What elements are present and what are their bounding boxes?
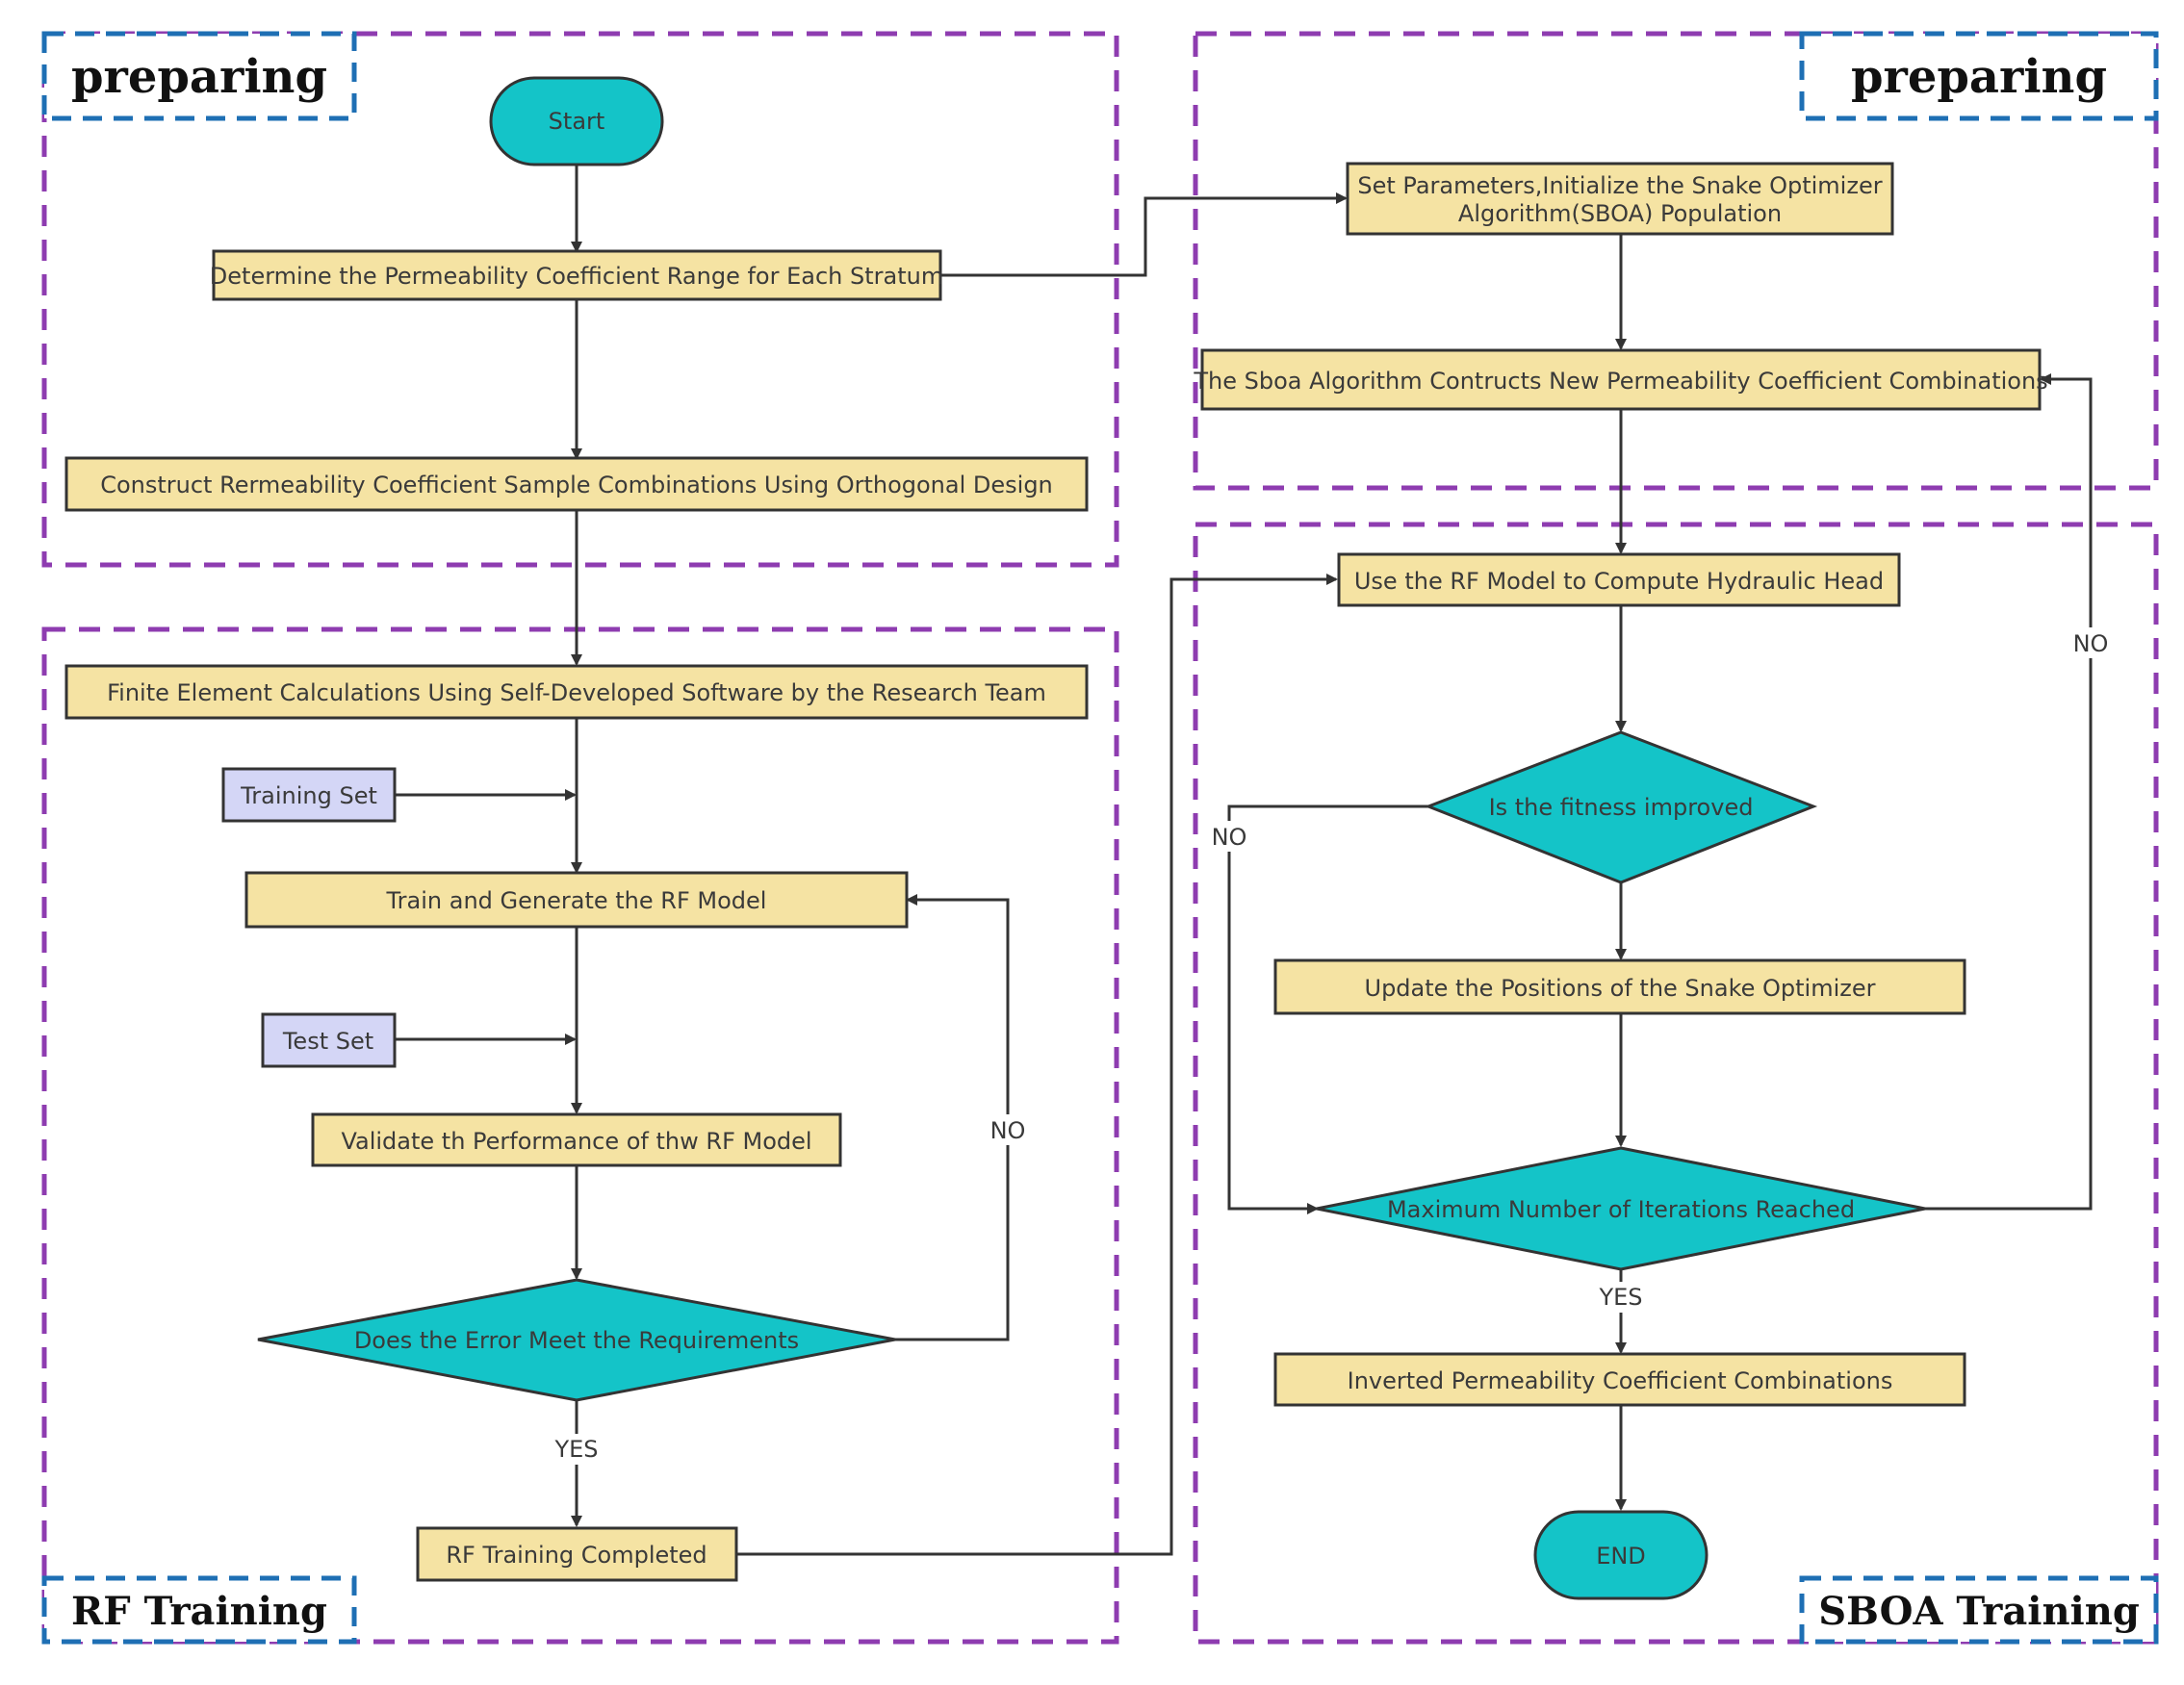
node-sboa-construct-label: The Sboa Algorithm Contructs New Permeab… <box>1193 368 2047 395</box>
edge-label-fitness-no: NO <box>1212 824 1247 851</box>
preparing-left-frame <box>41 31 1119 568</box>
edge-label-error-no: NO <box>990 1117 1026 1144</box>
node-determine-range-label: Determine the Permeability Coefficient R… <box>210 263 943 290</box>
node-update-positions-label: Update the Positions of the Snake Optimi… <box>1365 975 1876 1002</box>
node-training-set: Training Set <box>221 767 397 823</box>
node-inverted-label: Inverted Permeability Coefficient Combin… <box>1348 1367 1893 1394</box>
preparing-left-label-box <box>41 31 357 121</box>
node-rf-complete-label: RF Training Completed <box>446 1542 707 1569</box>
edge-label-max-no: NO <box>2073 630 2109 657</box>
node-train-rf: Train and Generate the RF Model <box>244 871 909 929</box>
edge-label-max-yes: YES <box>1598 1284 1642 1311</box>
node-inverted: Inverted Permeability Coefficient Combin… <box>1273 1352 1966 1407</box>
arrow-determine-to-setparams <box>940 192 1348 277</box>
preparing-right-label-box <box>1799 31 2159 121</box>
node-training-set-label: Training Set <box>240 782 377 809</box>
node-finite-element-label: Finite Element Calculations Using Self-D… <box>107 679 1046 706</box>
edge-label-error-yes: YES <box>553 1436 598 1463</box>
node-end-label: END <box>1596 1543 1646 1570</box>
node-max-iter-label: Maximum Number of Iterations Reached <box>1387 1196 1855 1223</box>
arrow-fitness-no-to-max <box>1227 804 1428 1214</box>
section-frames <box>41 31 2159 1645</box>
rf-training-frame <box>41 626 1119 1645</box>
node-start: Start <box>489 76 664 166</box>
node-rf-complete: RF Training Completed <box>416 1526 738 1582</box>
node-determine-range: Determine the Permeability Coefficient R… <box>210 249 943 301</box>
node-train-rf-label: Train and Generate the RF Model <box>386 887 767 914</box>
node-update-positions: Update the Positions of the Snake Optimi… <box>1273 958 1966 1015</box>
connectors <box>395 165 2093 1556</box>
arrow-max-no-to-sboa <box>1925 373 2093 1211</box>
preparing-right-frame <box>1193 31 2159 491</box>
sboa-training-label-box <box>1799 1575 2159 1645</box>
node-error-check-label: Does the Error Meet the Requirements <box>354 1327 799 1354</box>
rf-training-title: RF Training <box>71 1589 327 1634</box>
node-error-check: Does the Error Meet the Requirements <box>257 1278 896 1402</box>
node-construct-samples: Construct Rermeability Coefficient Sampl… <box>64 456 1089 512</box>
node-finite-element: Finite Element Calculations Using Self-D… <box>64 664 1089 720</box>
node-use-rf: Use the RF Model to Compute Hydraulic He… <box>1337 552 1901 607</box>
node-validate-rf-label: Validate th Performance of thw RF Model <box>341 1128 811 1155</box>
preparing-left-title: preparing <box>71 50 327 104</box>
sboa-training-frame <box>1193 522 2159 1645</box>
node-set-params: Set Parameters,Initialize the Snake Opti… <box>1346 162 1894 236</box>
node-set-params-label-line2: Algorithm(SBOA) Population <box>1458 200 1782 227</box>
node-test-set-label: Test Set <box>282 1028 373 1055</box>
node-construct-samples-label: Construct Rermeability Coefficient Sampl… <box>100 472 1053 498</box>
node-max-iter: Maximum Number of Iterations Reached <box>1316 1146 1926 1271</box>
node-sboa-construct: The Sboa Algorithm Contructs New Permeab… <box>1193 348 2048 411</box>
node-set-params-label-line1: Set Parameters,Initialize the Snake Opti… <box>1357 172 1882 199</box>
node-fitness-check-label: Is the fitness improved <box>1489 794 1754 821</box>
node-fitness-check: Is the fitness improved <box>1424 730 1818 884</box>
node-end: END <box>1533 1510 1709 1600</box>
node-validate-rf: Validate th Performance of thw RF Model <box>311 1112 842 1167</box>
sboa-training-title: SBOA Training <box>1818 1589 2140 1634</box>
rf-training-label-box <box>41 1575 357 1645</box>
arrow-complete-to-userf <box>736 574 1338 1556</box>
node-start-label: Start <box>549 108 605 135</box>
node-use-rf-label: Use the RF Model to Compute Hydraulic He… <box>1354 568 1884 595</box>
node-test-set: Test Set <box>261 1012 397 1068</box>
preparing-right-title: preparing <box>1851 50 2107 104</box>
